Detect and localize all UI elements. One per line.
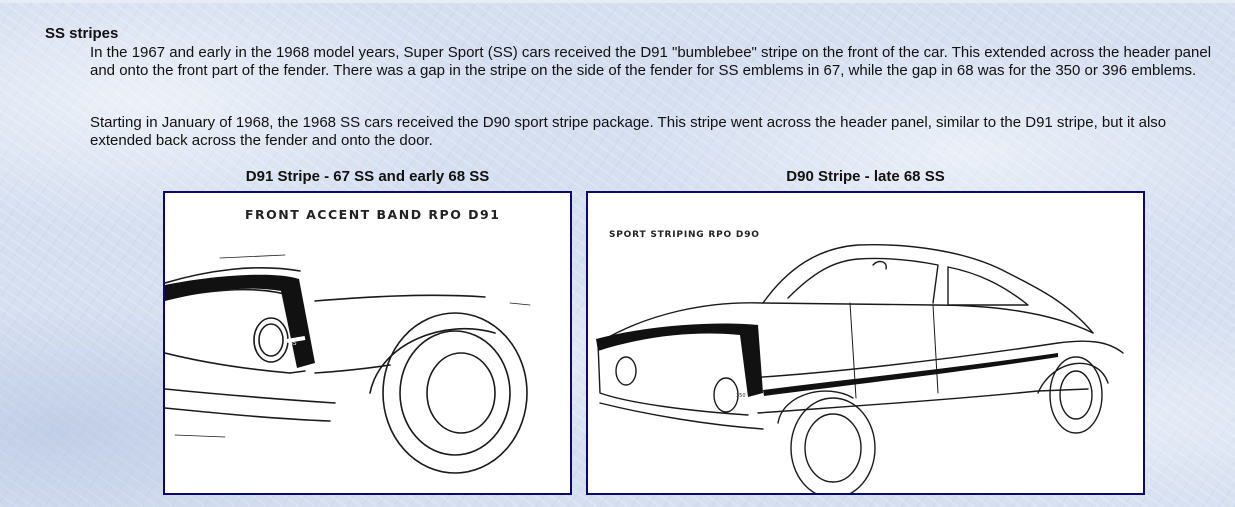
car-front-drawing: SS bbox=[165, 254, 531, 474]
svg-text:SS: SS bbox=[289, 340, 297, 347]
drawing-label-d91: FRONT ACCENT BAND RPO D91 bbox=[245, 207, 501, 222]
top-rule bbox=[0, 0, 1235, 3]
paragraph-d91: In the 1967 and early in the 1968 model … bbox=[90, 44, 1212, 79]
drawing-label-d90: SPORT STRIPING RPO D9O bbox=[609, 230, 760, 240]
section-title: SS stripes bbox=[45, 25, 119, 42]
paragraph-d90: Starting in January of 1968, the 1968 SS… bbox=[90, 114, 1167, 149]
figure-caption-d90: D90 Stripe - late 68 SS bbox=[786, 168, 945, 185]
figure-frame-d91: FRONT ACCENT BAND RPO D91 bbox=[163, 191, 572, 495]
svg-text:350: 350 bbox=[736, 393, 746, 399]
figure-caption-d91: D91 Stripe - 67 SS and early 68 SS bbox=[245, 168, 490, 185]
figure-frame-d90: SPORT STRIPING RPO D9O bbox=[586, 191, 1145, 495]
car-side-drawing: 350 bbox=[596, 244, 1124, 493]
